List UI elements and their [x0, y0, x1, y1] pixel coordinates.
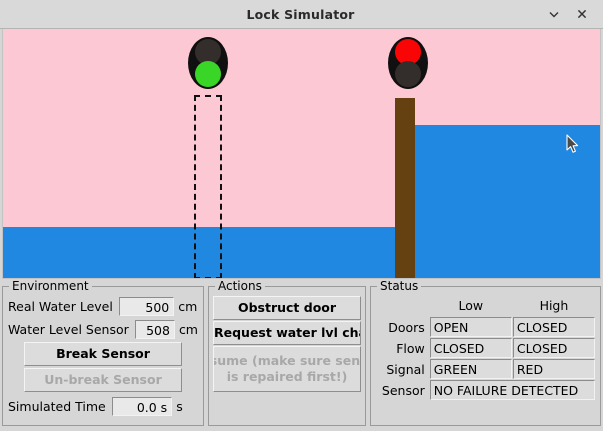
window-titlebar: Lock Simulator: [0, 0, 603, 29]
status-flow-low: CLOSED: [429, 338, 512, 358]
status-legend: Status: [377, 279, 422, 293]
status-col-high: High: [539, 298, 569, 313]
resume-line-1: Resume (make sure sensor: [214, 353, 361, 368]
chevron-down-icon: [547, 7, 561, 21]
resume-button: Resume (make sure sensor is repaired fir…: [213, 346, 361, 392]
control-panels: Environment Real Water Level 500 cm Wate…: [0, 279, 603, 429]
resume-line-2: is repaired first!): [226, 369, 348, 384]
status-doors-high: CLOSED: [512, 317, 595, 337]
signal-high-lamp-red: [395, 39, 421, 65]
status-signal-low: GREEN: [429, 359, 512, 379]
request-water-level-change-button[interactable]: Request water lvl change: [213, 321, 361, 345]
status-sensor-value: NO FAILURE DETECTED: [429, 380, 595, 400]
signal-high-lamp-green: [395, 61, 421, 87]
low-door-open-outline: [194, 95, 222, 278]
window-title: Lock Simulator: [246, 6, 355, 22]
table-row: Flow CLOSED CLOSED: [376, 338, 595, 358]
water-level-sensor-input[interactable]: 508: [134, 320, 175, 339]
simulated-time-label: Simulated Time: [8, 399, 106, 414]
status-panel: Status Low High Doors OPEN CLOSED Flow C…: [370, 279, 601, 426]
status-flow-high: CLOSED: [512, 338, 595, 358]
status-row-label-signal: Signal: [386, 361, 425, 377]
water-low-side: [3, 227, 403, 278]
status-doors-low: OPEN: [429, 317, 512, 337]
real-water-level-unit: cm: [178, 299, 198, 314]
real-water-level-label: Real Water Level: [8, 299, 113, 314]
status-table: Low High Doors OPEN CLOSED Flow CLOSED C…: [375, 296, 596, 401]
environment-panel: Environment Real Water Level 500 cm Wate…: [2, 279, 204, 426]
water-level-sensor-unit: cm: [178, 322, 198, 337]
simulated-time-unit: s: [176, 399, 183, 414]
table-row: Sensor NO FAILURE DETECTED: [376, 380, 595, 400]
signal-low-lamp-green: [195, 61, 221, 87]
signal-low: [188, 37, 228, 89]
table-row: Doors OPEN CLOSED: [376, 317, 595, 337]
window-controls: [541, 3, 603, 25]
status-row-label-sensor: Sensor: [381, 382, 425, 398]
real-water-level-input[interactable]: 500: [118, 297, 175, 316]
signal-low-lamp-red: [195, 39, 221, 65]
simulated-time-value: 0.0 s: [111, 397, 173, 416]
status-col-low: Low: [458, 298, 484, 313]
high-door: [395, 98, 415, 278]
minimize-button[interactable]: [541, 3, 567, 25]
close-button[interactable]: [569, 3, 595, 25]
simulation-canvas[interactable]: [2, 29, 601, 279]
water-level-sensor-row: Water Level Sensor 508 cm: [8, 319, 198, 340]
status-row-label-doors: Doors: [388, 319, 425, 335]
status-header-row: Low High: [376, 297, 595, 316]
actions-legend: Actions: [215, 279, 265, 293]
status-signal-high: RED: [512, 359, 595, 379]
break-sensor-button[interactable]: Break Sensor: [24, 342, 182, 366]
status-corner-cell: [376, 297, 429, 316]
status-row-label-flow: Flow: [396, 340, 425, 356]
water-level-sensor-label: Water Level Sensor: [8, 322, 129, 337]
signal-high: [388, 37, 428, 89]
simulated-time-row: Simulated Time 0.0 s s: [8, 396, 198, 417]
lock-scene: [3, 29, 600, 278]
water-high-side: [403, 125, 600, 278]
real-water-level-row: Real Water Level 500 cm: [8, 296, 198, 317]
unbreak-sensor-button: Un-break Sensor: [24, 368, 182, 392]
close-icon: [575, 7, 589, 21]
obstruct-door-button[interactable]: Obstruct door: [213, 296, 361, 320]
actions-panel: Actions Obstruct door Request water lvl …: [208, 279, 366, 426]
table-row: Signal GREEN RED: [376, 359, 595, 379]
environment-legend: Environment: [9, 279, 92, 293]
